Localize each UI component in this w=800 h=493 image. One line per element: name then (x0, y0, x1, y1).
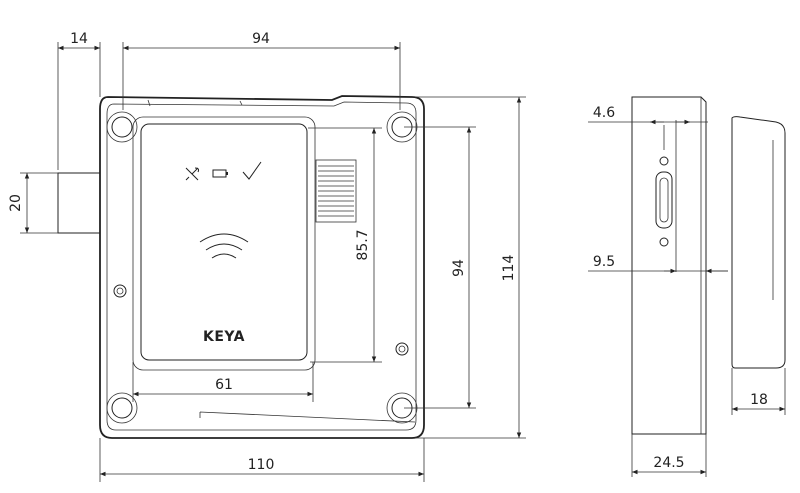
screw-hole-top-left (106, 111, 138, 143)
lock-bolt (57, 172, 101, 234)
dim-cover-depth: 18 (750, 392, 768, 408)
dim-body-width: 94 (252, 31, 270, 47)
dim-bolt-height: 20 (8, 194, 24, 212)
check-icon (242, 161, 262, 180)
side-cover (731, 116, 786, 369)
small-hole-right (395, 342, 409, 356)
battery-icon (212, 169, 228, 178)
dim-panel-height: 85.7 (355, 229, 371, 260)
dim-total-width: 110 (248, 457, 275, 473)
dim-side-offset-middle: 9.5 (593, 254, 615, 270)
dim-hole-spacing: 94 (451, 259, 467, 277)
contactless-icon (199, 233, 249, 259)
dim-panel-width: 61 (215, 377, 233, 393)
side-hole-top (659, 156, 669, 166)
side-dimensions: 4.6 9.5 24.5 18 (588, 105, 786, 477)
side-body (631, 96, 707, 435)
dim-total-height: 114 (501, 255, 517, 282)
screw-hole-bottom-left (106, 392, 138, 424)
dim-bolt-length: 14 (70, 31, 88, 47)
ribbed-latch (315, 159, 357, 223)
front-view: KEYA (57, 95, 425, 439)
side-hole-bottom (659, 237, 669, 247)
small-hole-left (113, 284, 127, 298)
dim-side-offset-top: 4.6 (593, 105, 615, 121)
front-dimensions: 94 14 20 85.7 94 114 61 1 (8, 31, 526, 482)
bottom-slanted-strip (199, 411, 416, 423)
lock-housing-outer (99, 95, 425, 439)
top-edge-strip (147, 99, 243, 107)
side-view (631, 96, 786, 435)
side-slot (655, 171, 673, 229)
lock-housing-inner (106, 101, 417, 431)
reader-panel (140, 123, 308, 361)
tool-icon (185, 167, 200, 181)
dim-side-depth: 24.5 (653, 455, 684, 471)
reader-panel-frame (132, 116, 316, 371)
brand-logo: KEYA (203, 329, 245, 345)
